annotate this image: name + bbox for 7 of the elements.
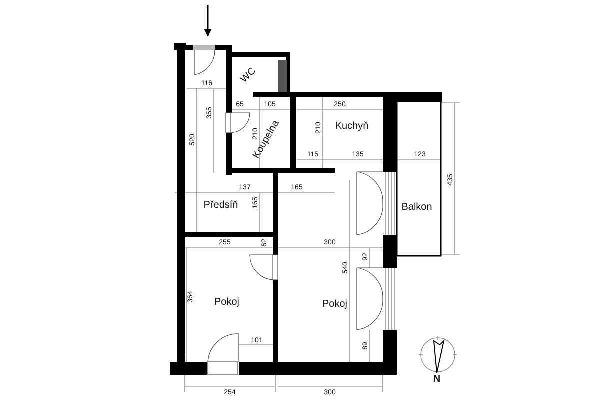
room-label: WC [240,66,258,86]
room-label: Předsíň [204,201,238,211]
room-label: Balkon [402,203,432,213]
room-label: Kuchyň [335,122,369,132]
room-label: Pokoj [322,300,348,310]
north-label: N [433,375,441,385]
room-label: Pokoj [214,298,240,308]
